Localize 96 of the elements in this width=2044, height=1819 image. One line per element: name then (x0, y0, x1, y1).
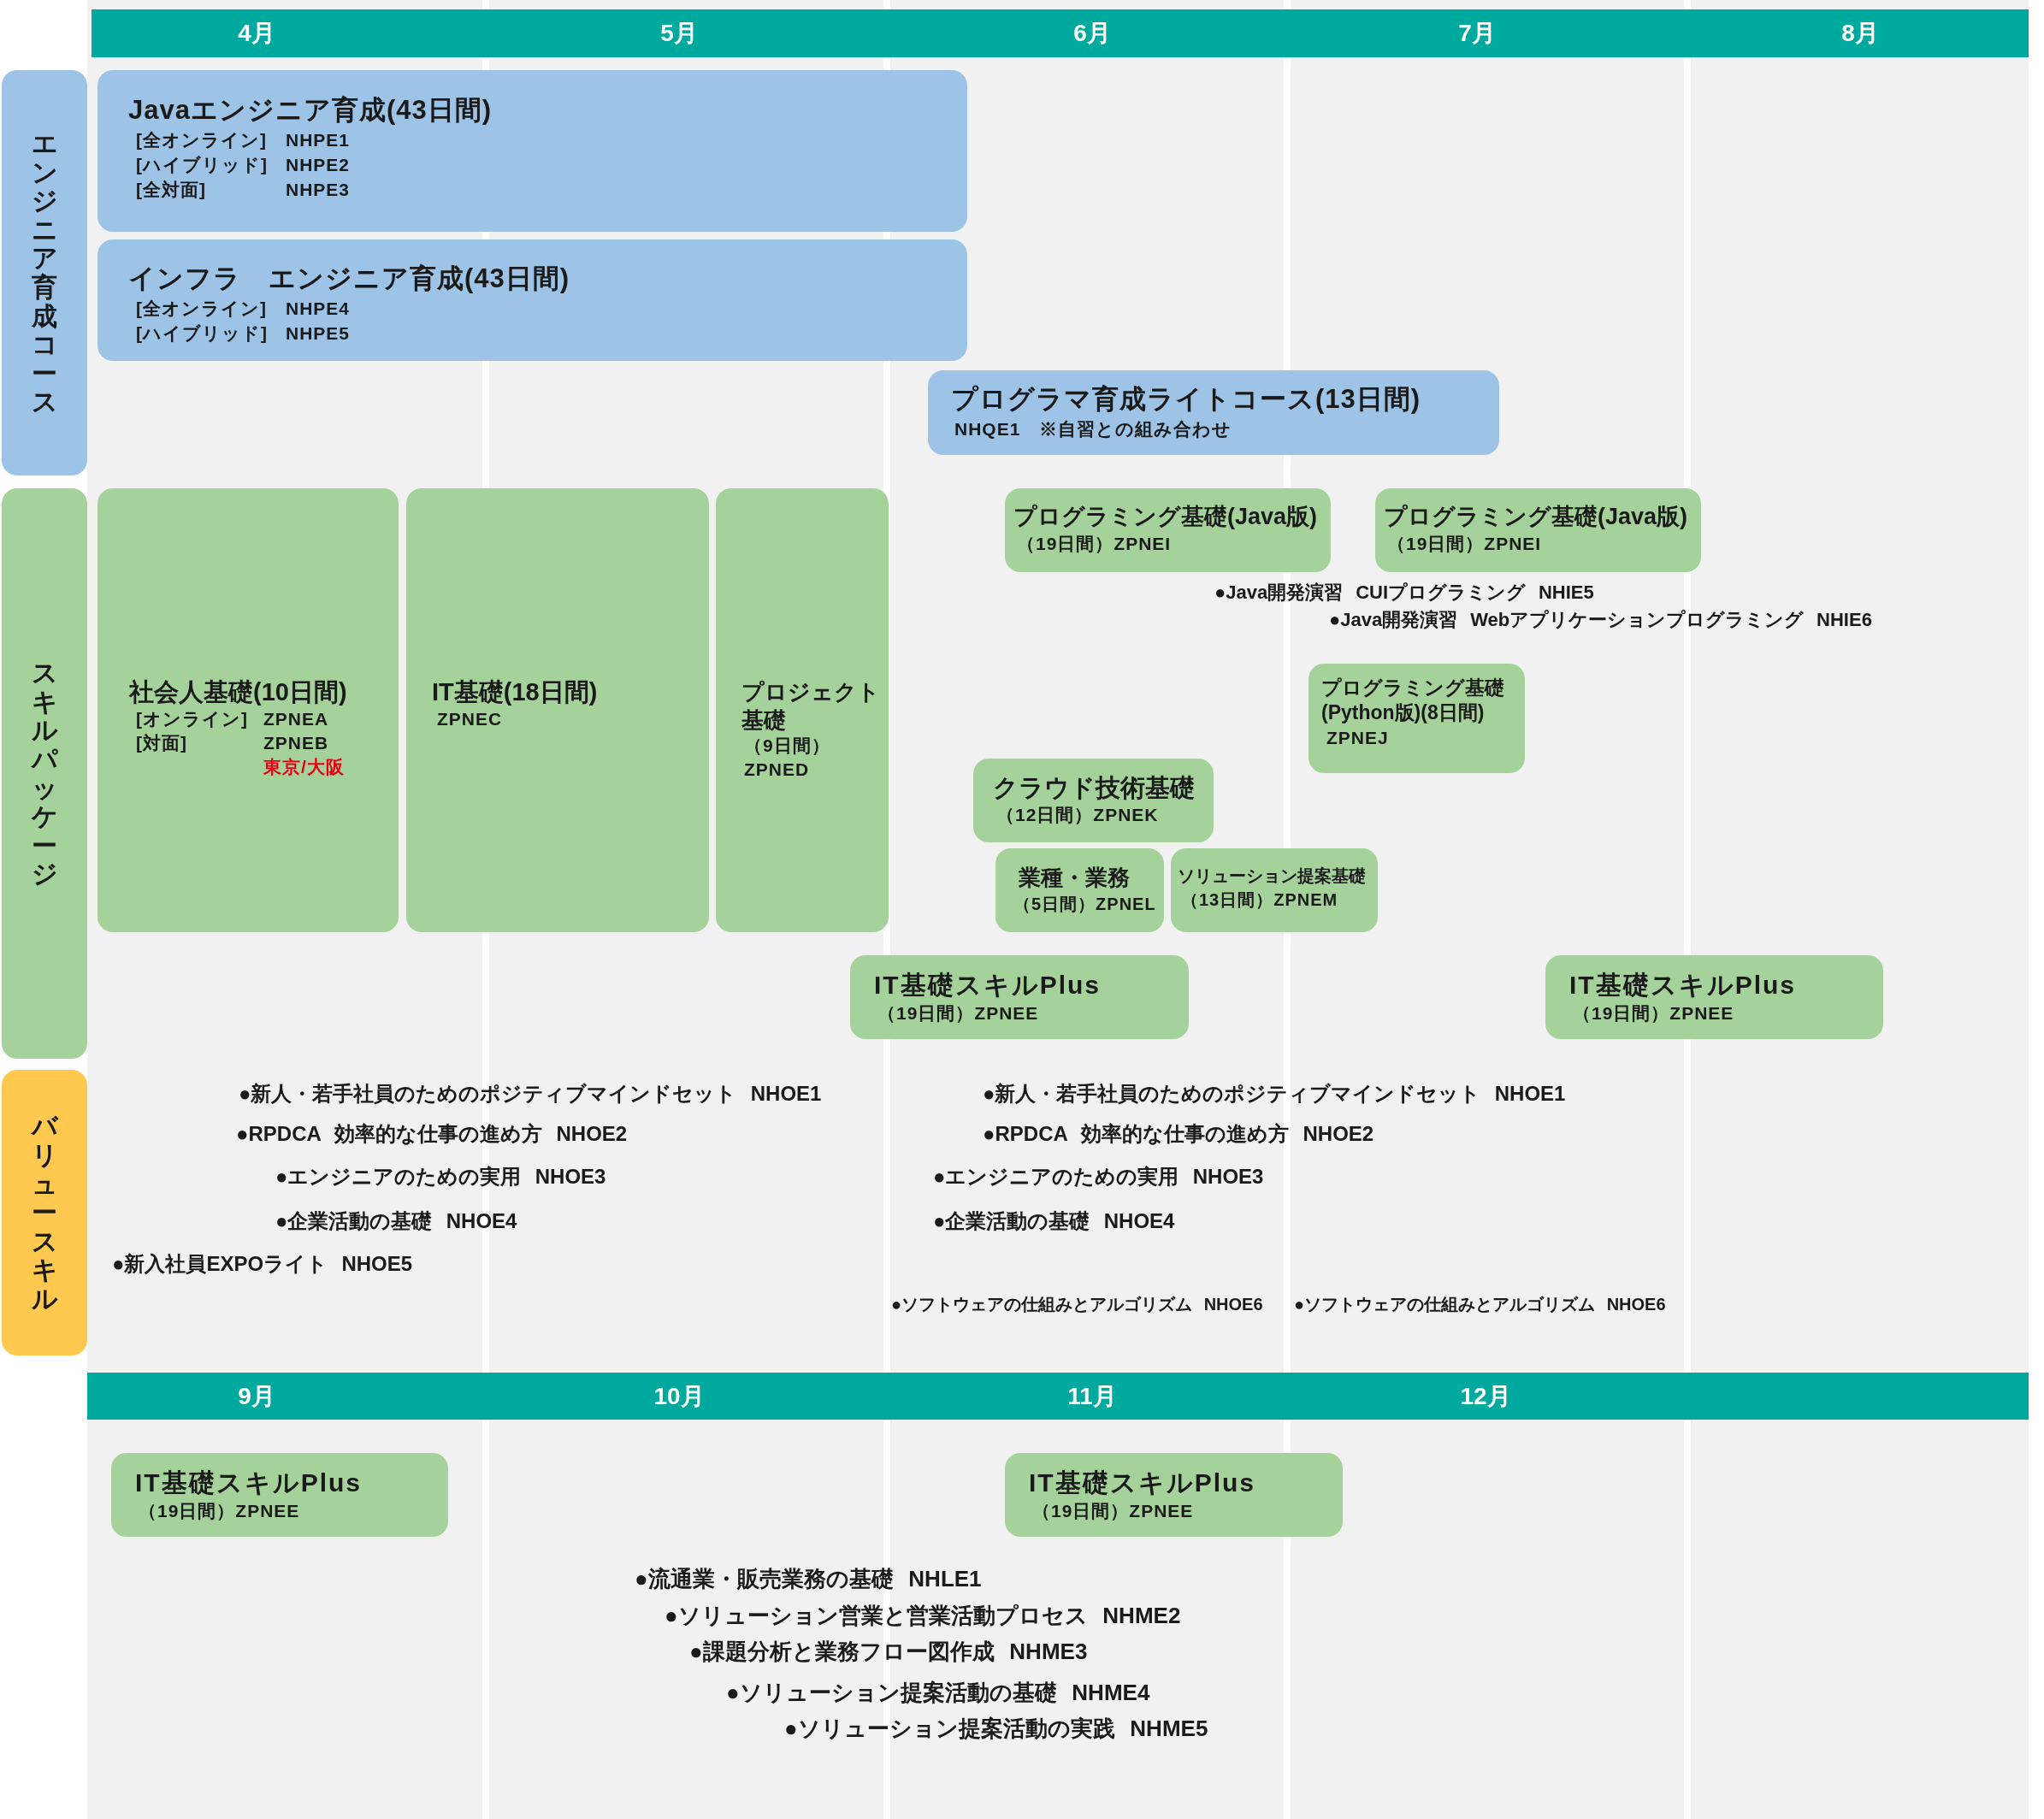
course-title: プログラマ育成ライトコース(13日間) (951, 383, 1421, 416)
course-box (1171, 848, 1378, 932)
course-title: プログラミング基礎(Java版) (1384, 503, 1688, 531)
course-box (406, 488, 709, 932)
course-detail: NHPE2 (286, 153, 351, 176)
course-item-text: ●ソリューション提案活動の実践 NHME5 (784, 1716, 1208, 1743)
month-label: 9月 (238, 1381, 275, 1411)
course-item-text: ●Java開発演習 CUIプログラミング NHIE5 (1214, 582, 1594, 605)
course-title: プログラミング基礎(Python版)(8日間) (1321, 676, 1505, 725)
course-detail: ZPNEC (437, 708, 503, 731)
course-item-text: ●エンジニアのための実用 NHOE3 (275, 1165, 606, 1190)
course-item-text: ●新人・若手社員のためのポジティブマインドセット NHOE1 (239, 1082, 822, 1107)
month-header-bar (92, 9, 2029, 57)
course-detail: ZPNED (744, 759, 810, 781)
course-item-text: ●新人・若手社員のためのポジティブマインドセット NHOE1 (983, 1082, 1566, 1107)
month-label: 10月 (653, 1381, 705, 1411)
course-detail: NHQE1 ※自習との組み合わせ (954, 417, 1232, 440)
course-box (1309, 664, 1525, 773)
month-label: 12月 (1460, 1381, 1511, 1411)
course-detail: （12日間）ZPNEK (996, 804, 1159, 827)
course-detail: （13日間）ZPNEM (1181, 889, 1338, 911)
course-box (1545, 955, 1883, 1039)
course-box (973, 759, 1214, 842)
course-item-text: ●企業活動の基礎 NHOE4 (933, 1209, 1175, 1234)
course-title: IT基礎スキルPlus (1029, 1468, 1255, 1498)
course-item-text: ●エンジニアのための実用 NHOE3 (933, 1165, 1264, 1190)
course-detail: （19日間）ZPNEE (877, 1001, 1039, 1025)
course-detail: ZPNEJ (1326, 726, 1389, 749)
course-box (97, 488, 399, 932)
category-label: スキルパッケージ (31, 659, 58, 889)
course-detail: [ハイブリッド] (136, 153, 268, 176)
course-detail: NHPE4 (286, 297, 351, 320)
course-detail: （19日間）ZPNEI (1387, 532, 1542, 555)
course-title: プロジェクト基礎 (741, 678, 881, 734)
course-box (1375, 488, 1701, 572)
course-item-text: ●Java開発演習 Webアプリケーションプログラミング NHIE6 (1329, 609, 1872, 632)
course-box (716, 488, 889, 932)
course-detail: NHPE1 (286, 128, 351, 151)
course-item-text: ●ソフトウェアの仕組みとアルゴリズム NHOE6 (1294, 1294, 1666, 1314)
month-label: 11月 (1067, 1381, 1117, 1411)
course-title: クラウド技術基礎 (993, 773, 1195, 803)
course-detail: （19日間）ZPNEI (1017, 532, 1172, 555)
month-label: 8月 (1841, 19, 1879, 48)
course-title: ソリューション提案基礎 (1178, 865, 1366, 887)
category-label: エンジニア育成コース (31, 129, 58, 416)
course-item-text: ●ソリューション営業と営業活動プロセス NHME2 (665, 1603, 1181, 1630)
course-title: 社会人基礎(10日間) (129, 677, 347, 707)
course-box (97, 70, 967, 232)
month-label: 6月 (1073, 19, 1111, 48)
course-box (97, 239, 967, 361)
course-title: Javaエンジニア育成(43日間) (128, 94, 493, 127)
course-detail: [全対面] (136, 178, 206, 201)
category-tab (2, 70, 87, 475)
course-item-text: ●ソフトウェアの仕組みとアルゴリズム NHOE6 (891, 1294, 1263, 1314)
course-item-text: ●新入社員EXPOライト NHOE5 (112, 1252, 413, 1277)
category-label: バリュースキル (31, 1112, 58, 1314)
course-detail: （19日間）ZPNEE (1032, 1499, 1194, 1522)
category-tab (2, 1070, 87, 1355)
course-detail: [オンライン] (136, 708, 248, 731)
course-title: IT基礎スキルPlus (135, 1468, 362, 1498)
course-item-text: ●RPDCA 効率的な仕事の進め方 NHOE2 (983, 1122, 1374, 1147)
course-box (995, 848, 1164, 932)
course-item-text: ●流通業・販売業務の基礎 NHLE1 (635, 1566, 982, 1593)
course-detail: NHPE5 (286, 322, 351, 345)
course-detail: [対面] (136, 732, 187, 755)
course-box (1005, 1453, 1343, 1537)
category-tab (2, 488, 87, 1059)
course-detail: （5日間）ZPNEL (1013, 893, 1156, 915)
course-box (1005, 488, 1331, 572)
course-detail: （19日間）ZPNEE (1573, 1001, 1734, 1025)
course-detail: ZPNEB (263, 732, 329, 755)
course-box (928, 370, 1499, 455)
course-title: IT基礎スキルPlus (1569, 970, 1796, 1001)
course-item-text: ●RPDCA 効率的な仕事の進め方 NHOE2 (236, 1122, 628, 1147)
course-detail: [全オンライン] (136, 128, 267, 151)
month-label: 4月 (238, 19, 275, 48)
course-detail: [ハイブリッド] (136, 322, 268, 345)
course-item-text: ●ソリューション提案活動の基礎 NHME4 (726, 1680, 1150, 1707)
course-box (111, 1453, 448, 1537)
course-detail: （19日間）ZPNEE (139, 1499, 300, 1522)
course-detail: 東京/大阪 (263, 756, 345, 779)
course-detail: ZPNEA (263, 708, 329, 731)
month-label: 5月 (660, 19, 698, 48)
course-item-text: ●企業活動の基礎 NHOE4 (275, 1209, 517, 1234)
course-detail: NHPE3 (286, 178, 351, 201)
course-title: プログラミング基礎(Java版) (1013, 503, 1318, 531)
course-detail: [全オンライン] (136, 297, 267, 320)
month-header-bar (87, 1373, 2029, 1420)
course-title: IT基礎(18日間) (432, 677, 598, 707)
course-title: インフラ エンジニア育成(43日間) (128, 263, 570, 295)
course-detail: （9日間） (744, 735, 830, 757)
course-box (850, 955, 1189, 1039)
course-title: IT基礎スキルPlus (874, 970, 1101, 1001)
month-label: 7月 (1458, 19, 1496, 48)
course-title: 業種・業務 (1019, 864, 1130, 892)
course-item-text: ●課題分析と業務フロー図作成 NHME3 (689, 1639, 1088, 1666)
